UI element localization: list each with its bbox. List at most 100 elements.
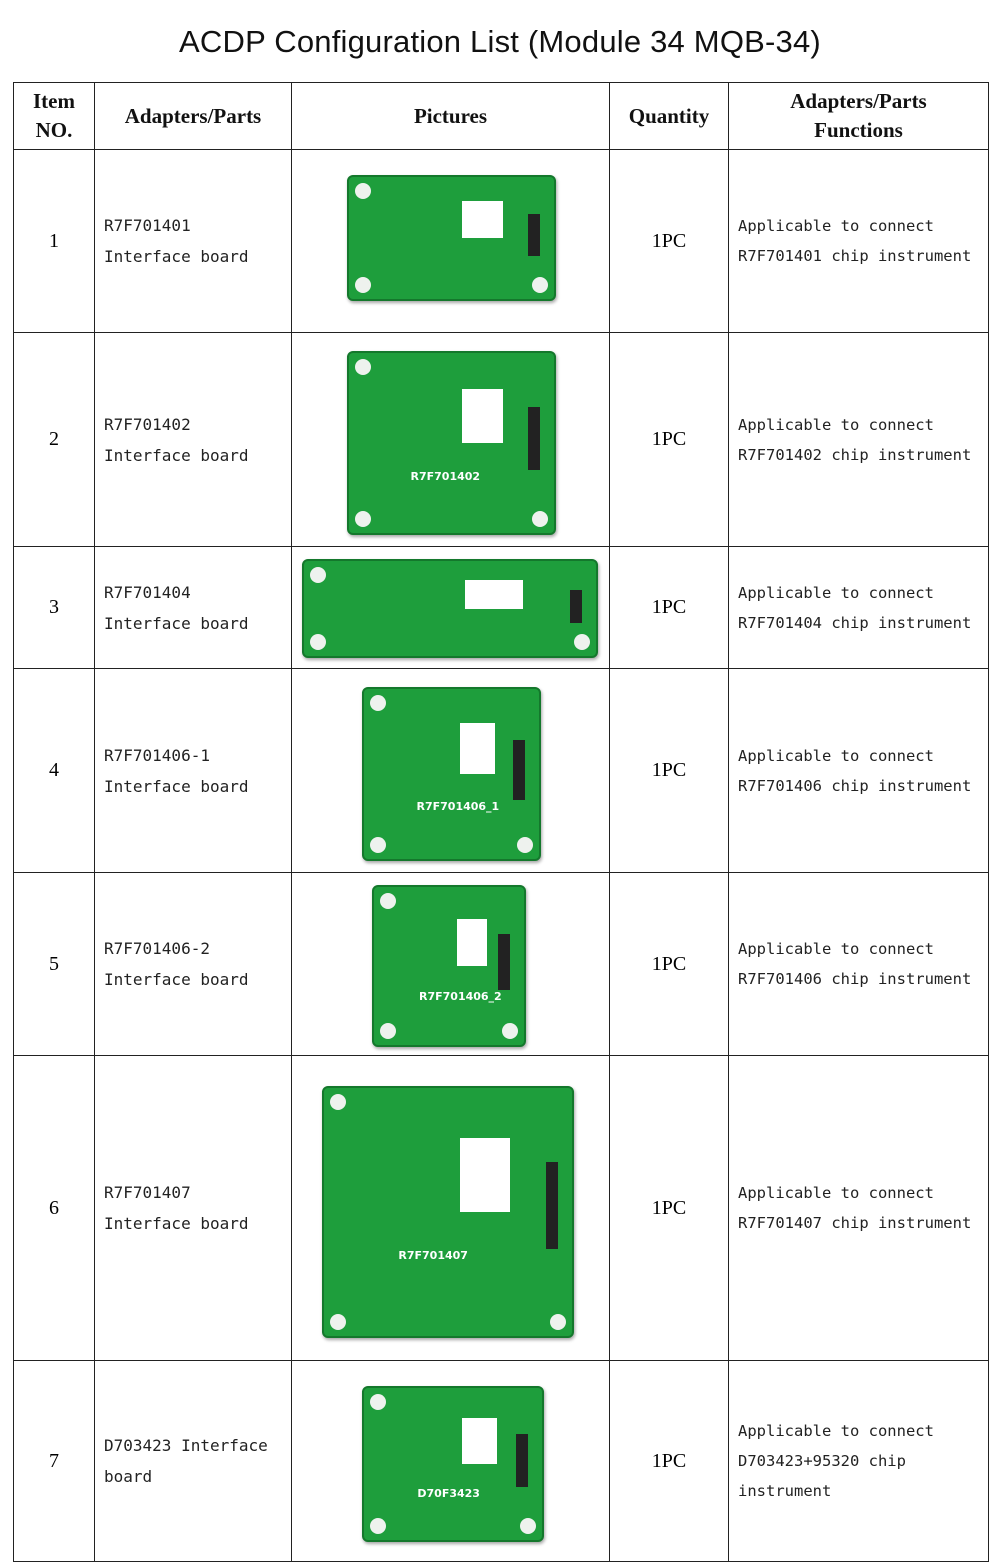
item-number: 6: [13, 1055, 95, 1361]
board-cutout: [461, 389, 503, 443]
connector-header: [498, 934, 510, 990]
adapter-name-line2: Interface board: [104, 445, 249, 465]
adapter-name-line1: D703423 Interface: [104, 1436, 268, 1455]
mounting-hole-icon: [310, 567, 326, 583]
adapter-name-line2: Interface board: [104, 613, 249, 633]
mounting-hole-icon: [330, 1314, 346, 1330]
function-line2: R7F701407 chip instrument: [738, 1214, 972, 1232]
board-label: R7F701406_2: [419, 989, 502, 1003]
mounting-hole-icon: [330, 1094, 346, 1110]
mounting-hole-icon: [370, 1518, 386, 1534]
mounting-hole-icon: [370, 695, 386, 711]
function-line1: Applicable to connect: [738, 1422, 934, 1440]
quantity: 1PC: [609, 332, 729, 547]
board-cutout: [460, 1137, 510, 1212]
board-cutout: [461, 201, 503, 238]
interface-board-image: D70F3423: [362, 1386, 544, 1542]
header-row: Item NO. Adapters/Parts Pictures Quantit…: [13, 82, 989, 150]
adapter-name-line1: R7F701404: [104, 582, 191, 602]
quantity: 1PC: [609, 1055, 729, 1361]
interface-board-image: R7F701407: [322, 1086, 574, 1338]
connector-header: [546, 1162, 558, 1250]
board-label: R7F701406_1: [416, 799, 500, 813]
item-number: 3: [13, 546, 95, 669]
board-cutout: [456, 918, 487, 966]
board-cutout: [464, 580, 523, 609]
interface-board-image: [347, 175, 556, 301]
interface-board-image: R7F701406_2: [372, 885, 526, 1047]
adapter-name-line1: R7F701401: [104, 216, 191, 235]
item-number: 7: [13, 1360, 95, 1562]
picture-cell: D70F3423: [291, 1360, 610, 1562]
configuration-table: Item NO. Adapters/Parts Pictures Quantit…: [13, 82, 989, 1562]
header-adapters: Adapters/Parts: [94, 82, 292, 150]
picture-cell: R7F701406_1: [291, 668, 610, 873]
mounting-hole-icon: [355, 183, 371, 199]
mounting-hole-icon: [532, 277, 548, 293]
interface-board-image: R7F701406_1: [362, 687, 541, 861]
mounting-hole-icon: [355, 277, 371, 293]
adapter-name-line1: R7F701406-1: [104, 745, 210, 765]
function-line1: Applicable to connect: [738, 746, 934, 765]
item-number: 2: [13, 332, 95, 547]
picture-cell: R7F701402: [291, 332, 610, 547]
interface-board-image: [302, 559, 598, 658]
adapter-name-line1: R7F701406-2: [104, 939, 210, 958]
board-cutout: [461, 1418, 498, 1464]
quantity: 1PC: [609, 872, 729, 1056]
function-line2: R7F701406 chip instrument: [738, 970, 972, 988]
connector-header: [528, 407, 540, 470]
function-line1: Applicable to connect: [738, 940, 934, 958]
adapter-name-line2: Interface board: [104, 1214, 249, 1233]
adapter-name-line2: Interface board: [104, 247, 249, 266]
header-functions: Adapters/Parts Functions: [728, 82, 989, 150]
function-line2: D703423+95320 chip: [738, 1452, 906, 1470]
connector-header: [528, 213, 540, 257]
mounting-hole-icon: [380, 893, 396, 909]
mounting-hole-icon: [574, 634, 590, 650]
function-line2: R7F701402 chip instrument: [738, 445, 972, 464]
mounting-hole-icon: [355, 511, 371, 527]
mounting-hole-icon: [532, 511, 548, 527]
adapter-name-line2: Interface board: [104, 970, 249, 989]
adapter-name-line1: R7F701407: [104, 1183, 191, 1202]
adapter-name-line2: Interface board: [104, 776, 249, 796]
function-line3: instrument: [738, 1482, 832, 1500]
connector-header: [513, 740, 525, 800]
mounting-hole-icon: [355, 359, 371, 375]
board-label: D70F3423: [417, 1486, 480, 1500]
mounting-hole-icon: [370, 1394, 386, 1410]
function-line2: R7F701406 chip instrument: [738, 776, 972, 795]
header-item-no: Item NO.: [13, 82, 95, 150]
page-title: ACDP Configuration List (Module 34 MQB-3…: [179, 24, 821, 59]
function-line1: Applicable to connect: [738, 217, 934, 235]
quantity: 1PC: [609, 546, 729, 669]
mounting-hole-icon: [520, 1518, 536, 1534]
mounting-hole-icon: [517, 837, 533, 853]
function-line1: Applicable to connect: [738, 583, 934, 602]
mounting-hole-icon: [380, 1023, 396, 1039]
function-line1: Applicable to connect: [738, 1184, 934, 1202]
connector-header: [570, 589, 582, 623]
header-pictures: Pictures: [291, 82, 610, 150]
quantity: 1PC: [609, 668, 729, 873]
item-number: 5: [13, 872, 95, 1056]
mounting-hole-icon: [550, 1314, 566, 1330]
